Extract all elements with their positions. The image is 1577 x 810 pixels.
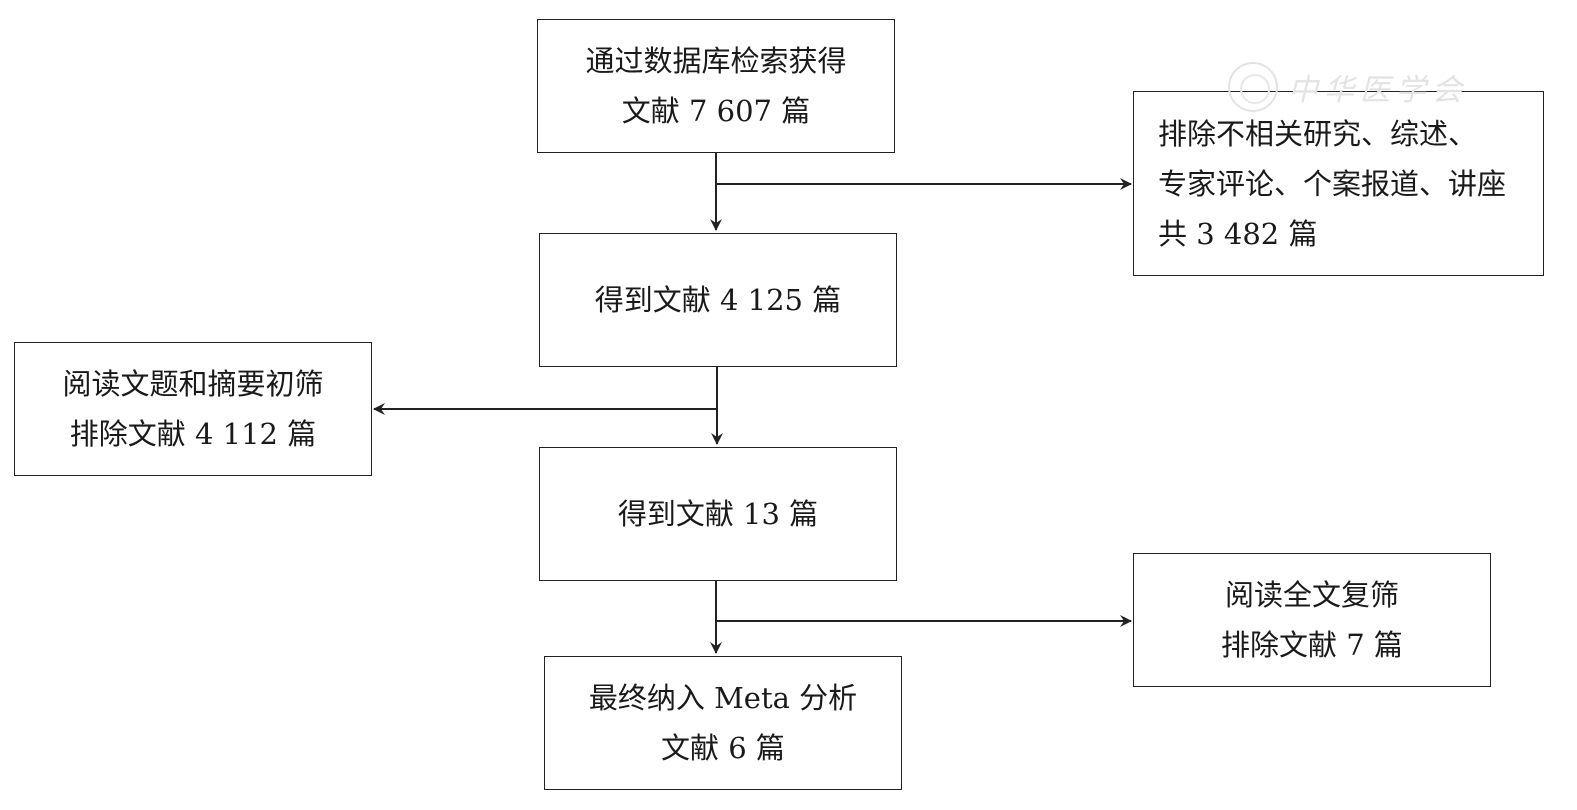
step-text: 最终纳入 Meta 分析 <box>588 681 858 715</box>
exclusion-text: 专家评论、个案报道、讲座 <box>1158 166 1507 201</box>
publisher-watermark: 中华医学会 <box>1228 62 1468 112</box>
exclusion-box-full-text: 阅读全文复筛 排除文献 7 篇 <box>1133 553 1491 687</box>
step-box-included: 最终纳入 Meta 分析 文献 6 篇 <box>544 656 902 790</box>
exclusion-text: 排除不相关研究、综述、 <box>1158 116 1478 151</box>
step-text: 得到文献 13 篇 <box>617 497 819 531</box>
exclusion-text: 阅读全文复筛 <box>1224 578 1399 612</box>
step-text: 文献 7 607 篇 <box>621 94 811 128</box>
exclusion-box-irrelevant: 排除不相关研究、综述、 专家评论、个案报道、讲座 共 3 482 篇 <box>1133 91 1544 276</box>
exclusion-text: 阅读文题和摘要初筛 <box>62 367 324 401</box>
exclusion-text: 排除文献 7 篇 <box>1221 628 1403 662</box>
exclusion-box-title-abstract: 阅读文题和摘要初筛 排除文献 4 112 篇 <box>14 342 372 476</box>
step-text: 通过数据库检索获得 <box>585 44 847 78</box>
step-text: 得到文献 4 125 篇 <box>594 283 842 317</box>
step-box-after-screening: 得到文献 13 篇 <box>539 447 897 581</box>
step-text: 文献 6 篇 <box>661 731 785 765</box>
exclusion-text: 共 3 482 篇 <box>1158 216 1318 251</box>
step-box-retrieved: 通过数据库检索获得 文献 7 607 篇 <box>537 19 895 153</box>
society-seal-icon <box>1228 62 1278 112</box>
exclusion-text: 排除文献 4 112 篇 <box>69 417 317 451</box>
watermark-text: 中华医学会 <box>1288 73 1468 108</box>
step-box-after-exclusion: 得到文献 4 125 篇 <box>539 233 897 367</box>
